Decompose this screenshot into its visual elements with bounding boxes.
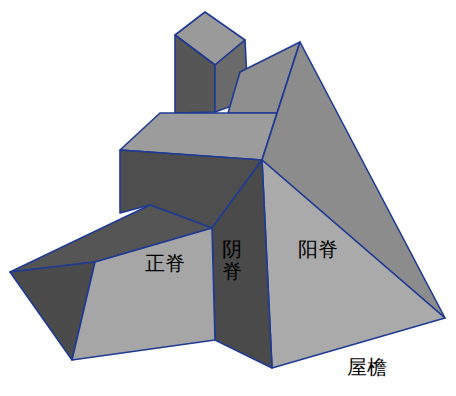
eave-label: 屋檐: [347, 356, 387, 378]
chimney-side: [175, 35, 215, 113]
roof-face: [72, 228, 215, 360]
valley-label: 阴脊: [222, 238, 242, 282]
roof-face: [212, 160, 272, 368]
roof-face: [262, 160, 445, 368]
hip-label: 阳脊: [298, 238, 338, 260]
ridge-label: 正脊: [145, 252, 185, 274]
